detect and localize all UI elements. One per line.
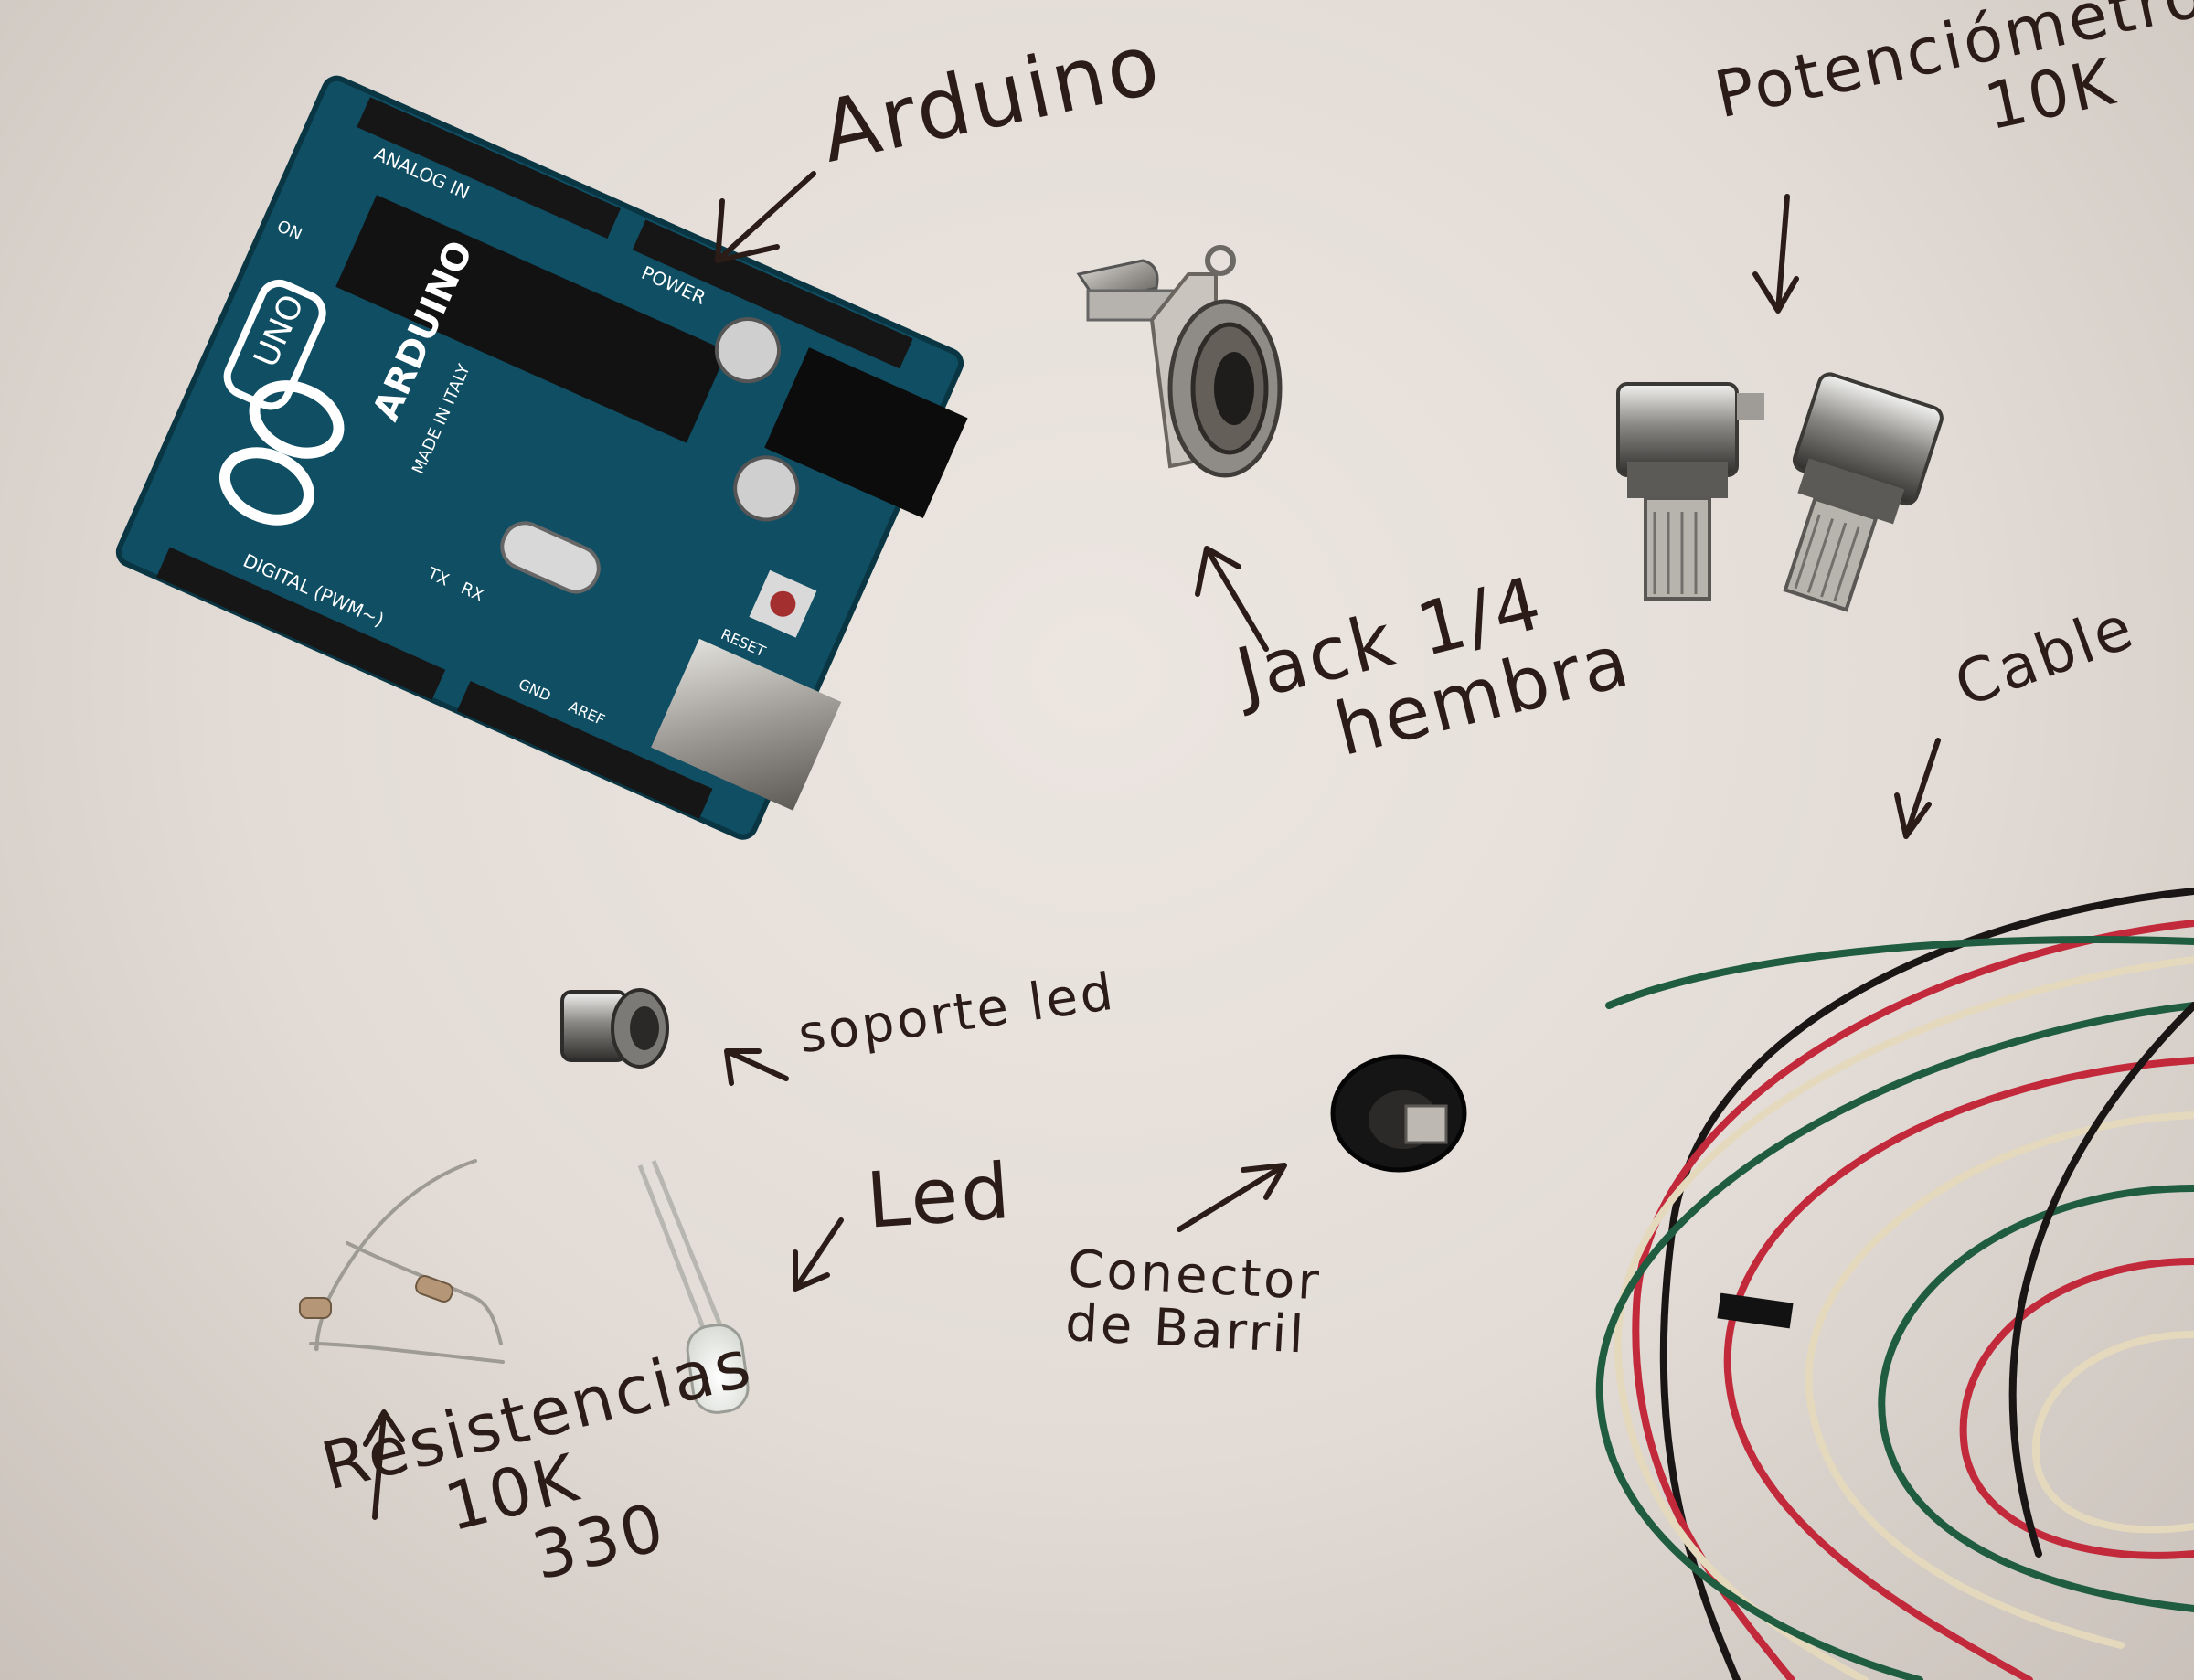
power-jack [764, 347, 968, 519]
audio-jack [1076, 245, 1283, 478]
resistor-body [415, 1275, 453, 1303]
usb-port [651, 638, 842, 811]
atmega-chip [335, 195, 728, 443]
header-top [357, 97, 621, 239]
resistors [309, 1159, 505, 1364]
arduino-board: ARDUINO UNO MADE IN ITALY ANALOG IN POWE… [115, 75, 968, 840]
uno-badge [223, 279, 326, 410]
crystal [500, 521, 601, 594]
label-barrel-connector: Conector de Barril [1063, 1239, 1323, 1366]
arrow-barrel [1177, 1163, 1287, 1232]
capacitor [714, 317, 781, 384]
header-top-2 [632, 219, 913, 369]
arrow-resistors [363, 1409, 405, 1520]
capacitor [733, 455, 800, 522]
arrow-arduino [715, 171, 816, 263]
potentiometer-right [1783, 372, 1944, 612]
label-barrel-line2: de Barril [1063, 1292, 1308, 1366]
cable-tie [1717, 1292, 1794, 1329]
led [637, 1160, 750, 1414]
arrow-led-holder [724, 1048, 789, 1086]
arrow-potentiometer [1752, 194, 1799, 314]
header-bottom [156, 547, 446, 700]
label-led-text: Led [863, 1145, 1016, 1246]
potentiometer-left [1616, 382, 1764, 601]
arrow-led [793, 1217, 844, 1292]
label-led: Led [863, 1145, 1016, 1246]
led-holder [560, 988, 669, 1069]
barrel-connector [1330, 1054, 1467, 1173]
resistor-body [299, 1297, 332, 1319]
header-bottom-2 [456, 680, 713, 819]
wire-bundle [1595, 888, 2194, 1680]
arrow-jack [1195, 546, 1269, 652]
arrow-cable [1894, 738, 1941, 839]
